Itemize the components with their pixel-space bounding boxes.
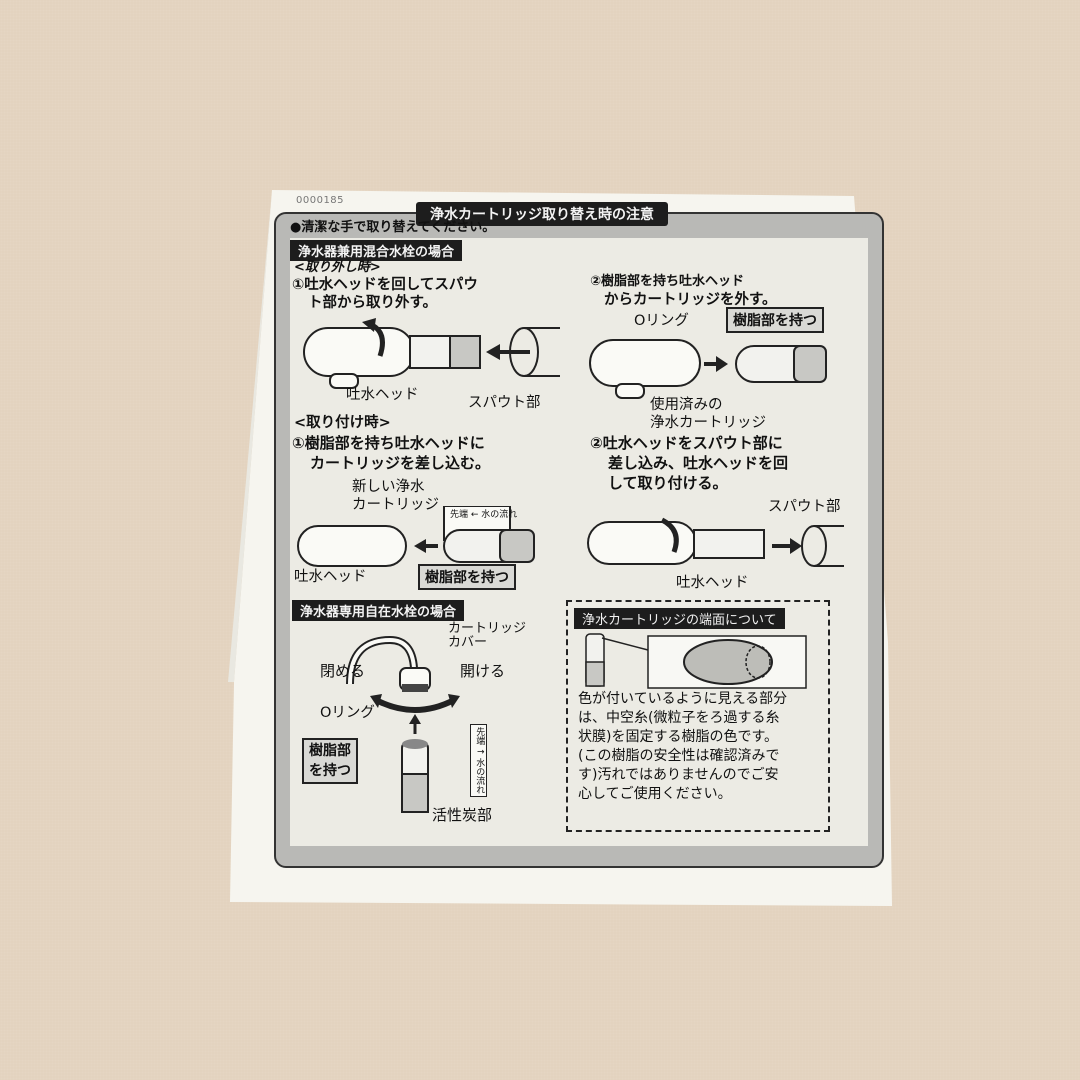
removal-step2-line2: からカートリッジを外す。: [604, 292, 777, 308]
label-open: 開ける: [460, 662, 506, 680]
install-step2-illustration: [587, 517, 844, 567]
label-close: 閉める: [320, 662, 366, 680]
label-head: 吐水ヘッド: [346, 387, 419, 403]
section-heading-dedicated: 浄水器専用自在水栓の場合: [292, 600, 465, 621]
removal-heading: <取り外し時>: [294, 260, 381, 275]
content-panel: ●清潔な手で取り替えてください。 浄水器兼用混合水栓の場合 <取り外し時> ①吐…: [290, 220, 868, 846]
section-heading-mixer: 浄水器兼用混合水栓の場合: [290, 240, 463, 261]
install-step2-line3: して取り付ける。: [608, 474, 728, 492]
endface-note-box: 浄水カートリッジの端面について 色が付いているように見える部分 は、中空糸(微粒…: [566, 600, 830, 832]
label-activated-carbon: 活性炭部: [432, 806, 493, 824]
install-step2-line2: 差し込み、吐水ヘッドを回: [608, 454, 789, 472]
removal-step2-illustration: [589, 339, 827, 399]
label-oring: Oリング: [634, 313, 689, 329]
removal-step1-line1: ①吐水ヘッドを回してスパウ: [292, 277, 478, 293]
endface-illustration: [585, 633, 807, 689]
label-head-install: 吐水ヘッド: [294, 569, 367, 585]
removal-step1-line2: ト部から取り外す。: [308, 295, 438, 311]
document-title: 浄水カートリッジ取り替え時の注意: [416, 202, 668, 226]
callout-hold-resin-dedicated: 樹脂部を持つ: [302, 738, 358, 784]
removal-step2-line1: ②樹脂部を持ち吐水ヘッド: [590, 274, 745, 289]
install-step2-line1: ②吐水ヘッドをスパウト部に: [590, 434, 783, 452]
install-step1-illustration: [297, 506, 535, 567]
label-new-1: 新しい浄水: [352, 479, 425, 495]
install-heading: <取り付け時>: [294, 415, 391, 431]
document-code: 0000185: [296, 195, 345, 206]
label-tip-flow: 先端 ← 水の流れ: [450, 510, 518, 520]
label-tip-flow-dedicated: 先端 ↑ 水の流れ: [470, 724, 488, 798]
dedicated-illustration: [346, 635, 460, 813]
endface-heading: 浄水カートリッジの端面について: [574, 608, 785, 629]
cleanliness-note: ●清潔な手で取り替えてください。: [290, 220, 496, 235]
install-step1-line2: カートリッジを差し込む。: [310, 454, 491, 472]
removal-step1-illustration: [303, 318, 560, 389]
install-step1-line1: ①樹脂部を持ち吐水ヘッドに: [292, 434, 485, 452]
content-frame: 浄水カートリッジ取り替え時の注意 ●清潔な手で取り替えてください。 浄水器兼用混…: [274, 202, 884, 868]
instruction-sheet: 0000185 浄水カートリッジ取り替え時の注意 ●清潔な手で取り替えてください…: [228, 182, 892, 906]
label-spout-install: スパウト部: [768, 499, 841, 515]
callout-hold-resin-install: 樹脂部を持つ: [418, 564, 516, 590]
endface-body-text: 色が付いているように見える部分 は、中空糸(微粒子をろ過する糸 状膜)を固定する…: [578, 691, 788, 802]
label-new-2: カートリッジ: [352, 497, 439, 513]
label-spout: スパウト部: [468, 395, 541, 411]
label-head-install2: 吐水ヘッド: [676, 575, 749, 591]
label-cartridge-cover: カートリッジカバー: [448, 621, 527, 650]
label-used-2: 浄水カートリッジ: [650, 415, 766, 431]
label-oring-dedicated: Oリング: [320, 705, 375, 721]
callout-hold-resin: 樹脂部を持つ: [726, 307, 824, 333]
label-used-1: 使用済みの: [650, 397, 723, 413]
